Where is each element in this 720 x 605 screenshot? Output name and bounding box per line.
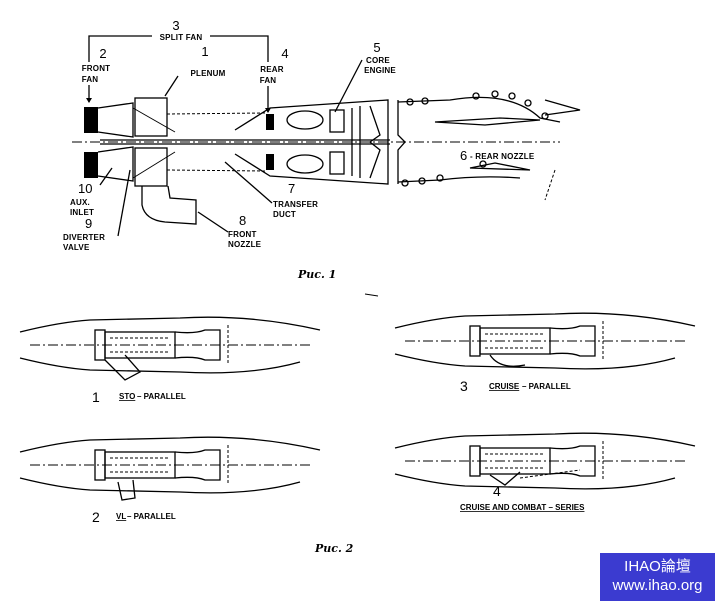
label-split-fan: SPLIT FAN	[160, 33, 203, 42]
label-5-number: 5	[373, 40, 380, 55]
engine-mode-4	[394, 432, 696, 490]
engine-mode-1	[19, 316, 321, 374]
label-front-nozzle-2: NOZZLE	[228, 240, 262, 249]
mode-4-front-nozzle	[489, 471, 521, 486]
label-core-engine-1: CORE	[366, 56, 390, 65]
front-fan	[84, 97, 266, 187]
watermark-url: www.ihao.org	[612, 577, 703, 594]
figure-1-caption: Рис. 1	[297, 268, 336, 281]
core-engine	[234, 99, 389, 185]
mode-1-front-nozzle	[104, 354, 142, 381]
mode-1-name: STO	[119, 392, 135, 401]
label-core-engine-2: ENGINE	[364, 66, 396, 75]
engine-mode-3	[394, 312, 696, 370]
engine-mode-2	[19, 436, 321, 494]
mode-2-name: VL	[116, 512, 126, 521]
label-rear-fan-1: REAR	[260, 65, 283, 74]
mode-3-name: CRUISE	[489, 382, 520, 391]
label-diverter-valve-2: VALVE	[63, 243, 90, 252]
rear-nozzle	[397, 90, 581, 201]
figure-1: 3 SPLIT FAN 2 FRONT FAN 1 PLENUM 4 REAR …	[63, 18, 581, 297]
label-1-number: 1	[201, 44, 208, 59]
label-front-nozzle-1: FRONT	[228, 230, 257, 239]
mode-2-number: 2	[92, 509, 100, 525]
label-9-number: 9	[85, 216, 92, 231]
label-transfer-duct-2: DUCT	[273, 210, 296, 219]
label-front-fan-2: FAN	[82, 75, 99, 84]
mode-4-number: 4	[493, 483, 501, 499]
mode-3-front-nozzle	[489, 354, 526, 367]
mode-2-front-nozzle	[117, 479, 136, 501]
figure-2: 1 STO – PARALLEL 2 VL – PARALLEL 3 CRUIS…	[19, 312, 696, 555]
mode-1-number: 1	[92, 389, 100, 405]
mode-1-suffix: – PARALLEL	[137, 392, 186, 401]
watermark-badge: IHAO論壇 www.ihao.org	[600, 553, 715, 601]
label-plenum: PLENUM	[191, 69, 226, 78]
label-diverter-valve-1: DIVERTER	[63, 233, 105, 242]
watermark-title: IHAO論壇	[624, 558, 691, 575]
mode-4-name: CRUISE AND COMBAT – SERIES	[460, 503, 585, 512]
figure-2-caption: Рис. 2	[314, 542, 354, 555]
label-2-number: 2	[99, 46, 106, 61]
label-aux-inlet-1: AUX.	[70, 198, 90, 207]
label-rear-fan-2: FAN	[260, 76, 277, 85]
mode-3-suffix: – PARALLEL	[522, 382, 571, 391]
label-aux-inlet-2: INLET	[70, 208, 94, 217]
label-10-number: 10	[78, 181, 92, 196]
label-4-number: 4	[281, 46, 288, 61]
mode-3-number: 3	[460, 378, 468, 394]
label-3-number: 3	[172, 18, 179, 33]
label-transfer-duct-1: TRANSFER	[273, 200, 318, 209]
label-front-fan-1: FRONT	[82, 64, 111, 73]
front-nozzle-duct	[141, 185, 197, 225]
label-6-number: 6	[460, 148, 467, 163]
label-rear-nozzle: - REAR NOZZLE	[470, 152, 535, 161]
label-8-number: 8	[239, 213, 246, 228]
split-fan-bracket	[88, 35, 269, 62]
label-7-number: 7	[288, 181, 295, 196]
mode-2-suffix: – PARALLEL	[127, 512, 176, 521]
